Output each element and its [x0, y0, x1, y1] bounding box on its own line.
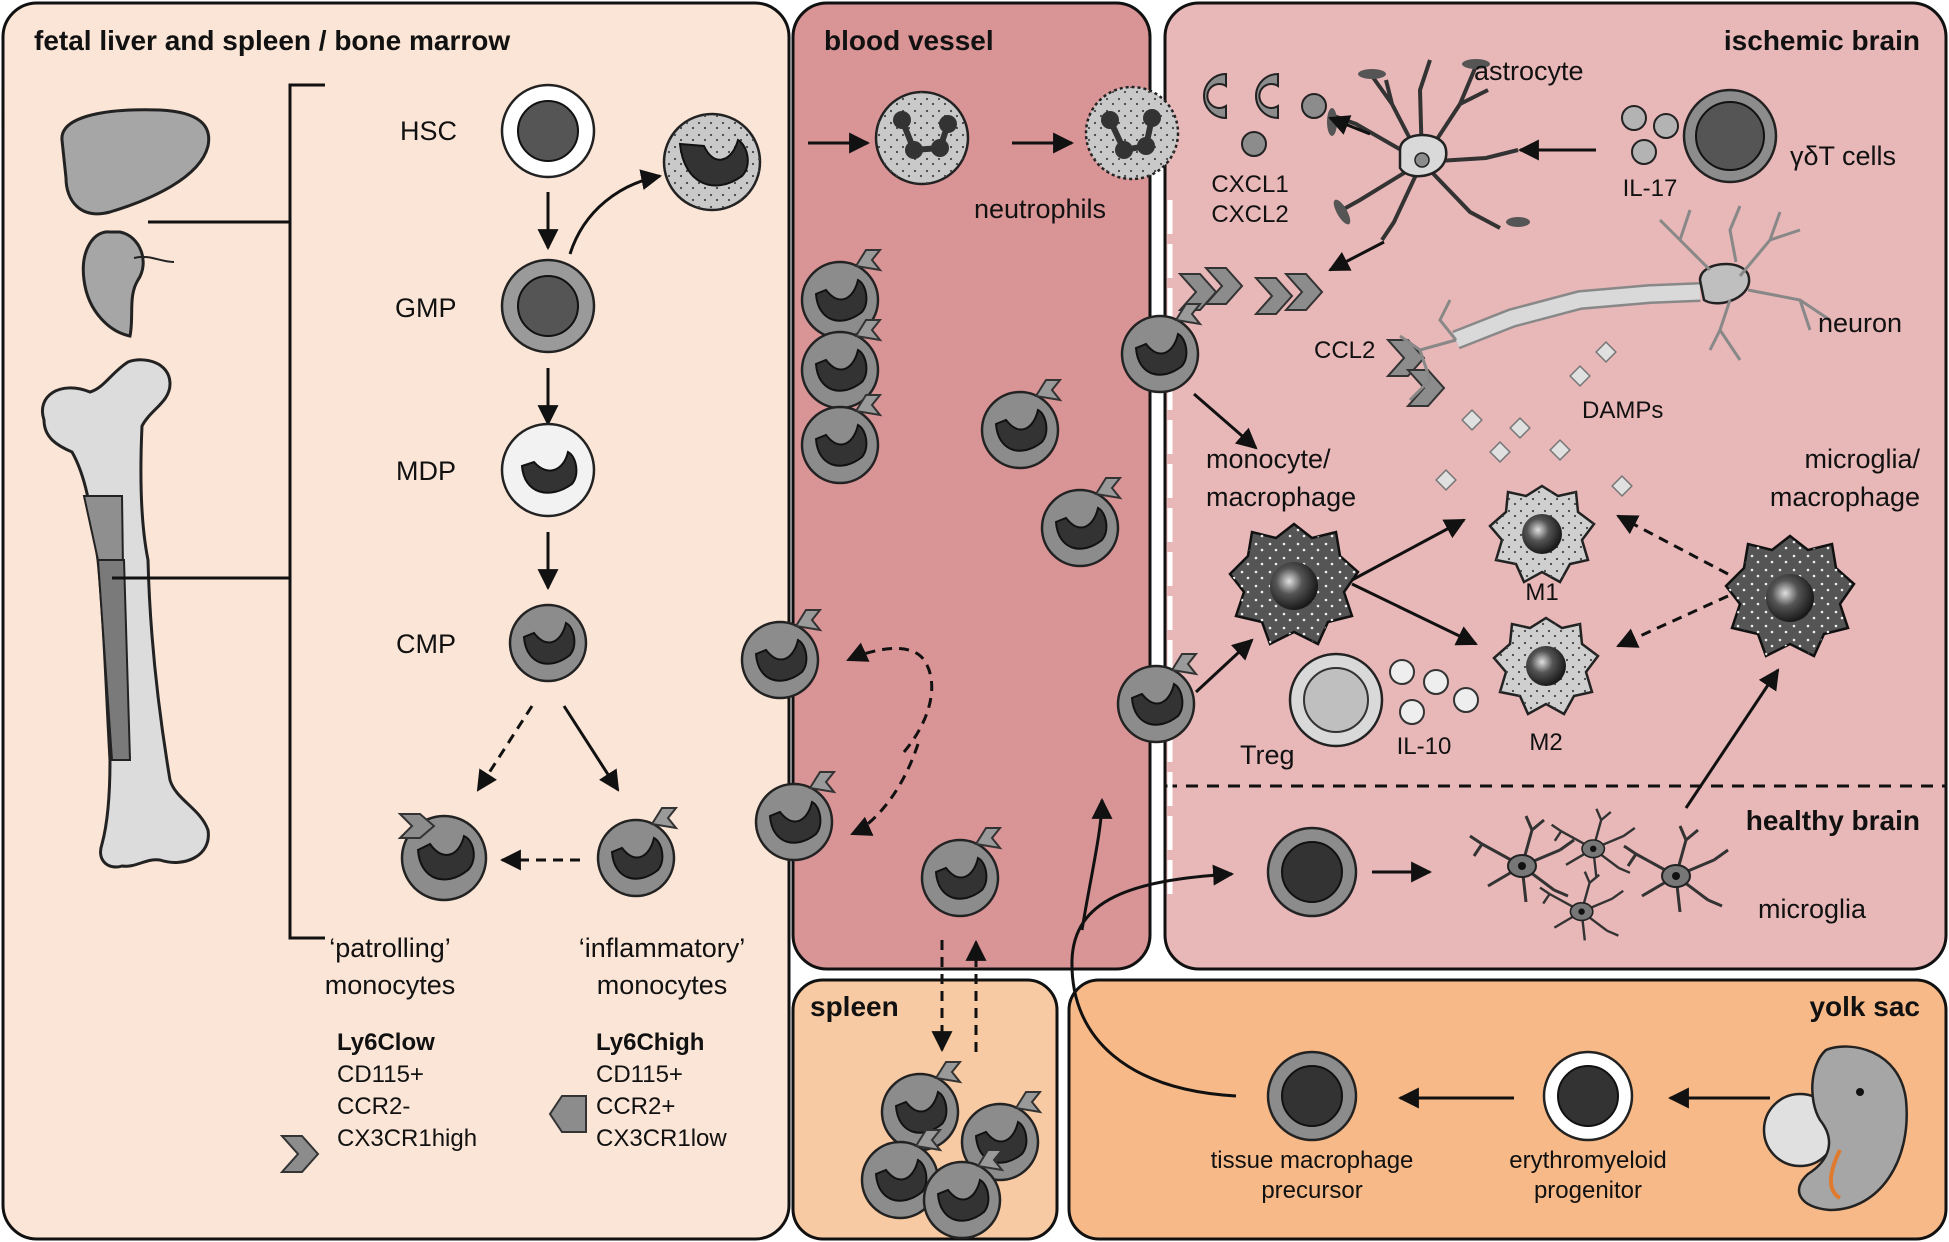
mdp-label: MDP [396, 456, 456, 486]
treg-label: Treg [1240, 740, 1295, 770]
cxcl2-label: CXCL2 [1211, 201, 1288, 228]
microglia-label: microglia [1758, 894, 1867, 924]
marker-high-4: CX3CR1low [596, 1125, 727, 1152]
arrow-yolk-to-brain [1070, 864, 1237, 1098]
ischemic-brain-title: ischemic brain [1724, 25, 1920, 56]
activated-neutrophil-cell [1084, 85, 1180, 181]
neuron-label: neuron [1818, 308, 1902, 338]
arrow-astrocyte-ccl2 [1328, 240, 1385, 272]
m1-label: M1 [1525, 579, 1558, 606]
blood-vessel-panel [791, 1, 1152, 971]
liver-icon [60, 108, 211, 216]
arrow-vessel-recirculate-up [846, 642, 934, 753]
neuron-icon [1399, 205, 1831, 402]
arrow-vessel-recirculate-down [850, 743, 920, 836]
inflammatory-label-1: ‘inflammatory’ [579, 933, 746, 963]
marrow-title: fetal liver and spleen / bone marrow [34, 25, 510, 56]
embryo-icon [1762, 1045, 1908, 1212]
healthy-precursor-cell [1266, 826, 1358, 918]
spleen-organ-icon [81, 230, 175, 338]
marker-high-2: CD115+ [596, 1061, 683, 1088]
erythromyeloid-progenitor-cell [1542, 1050, 1634, 1142]
micro-mac-label-1: microglia/ [1804, 444, 1920, 474]
marker-low-1: Ly6Clow [337, 1029, 435, 1056]
arrow-gmp-granulocyte [568, 169, 663, 255]
marker-low-2: CD115+ [337, 1061, 424, 1088]
arrow-microglia-m1 [1616, 514, 1729, 576]
marker-low-3: CCR2- [337, 1093, 410, 1120]
mdp-cell [500, 422, 596, 518]
tmp-label-1: tissue macrophage [1211, 1147, 1414, 1174]
arrow-macrophage-m1 [1351, 518, 1466, 582]
source-bracket [288, 83, 325, 940]
ccl2-label: CCL2 [1314, 337, 1375, 364]
marker-high-1: Ly6Chigh [596, 1029, 704, 1056]
cxcl1-label: CXCL1 [1211, 171, 1288, 198]
il10-label: IL-10 [1397, 733, 1452, 760]
arrow-macrophage-m2 [1351, 582, 1478, 646]
il17-cytokines-icon [1621, 105, 1679, 165]
hsc-label: HSC [400, 116, 457, 146]
healthy-brain-title: healthy brain [1746, 805, 1920, 836]
emp-label-1: erythromyeloid [1509, 1147, 1666, 1174]
vessel-title: blood vessel [824, 25, 994, 56]
arrow-monocyte-to-macrophage [1193, 392, 1258, 450]
inflammatory-label-2: monocytes [597, 970, 728, 1000]
cmp-label: CMP [396, 629, 456, 659]
emp-label-2: progenitor [1534, 1177, 1642, 1204]
m2-label: M2 [1529, 729, 1562, 756]
damps-icon [1435, 341, 1633, 497]
yolk-sac-panel [1067, 978, 1948, 1241]
treg-cell [1288, 652, 1384, 748]
neutrophil-cell [874, 90, 970, 186]
gmp-cell [500, 258, 596, 354]
arrow-microglia-m2 [1616, 594, 1729, 648]
arrow-yolk-to-vessel [1080, 797, 1113, 931]
neutrophils-label: neutrophils [974, 194, 1106, 224]
mono-mac-label-1: monocyte/ [1206, 444, 1331, 474]
damps-label: DAMPs [1582, 397, 1663, 424]
cmp-cell [508, 603, 588, 683]
il10-cytokines-icon [1389, 659, 1479, 725]
arrow-astrocyte-cxcl [1328, 115, 1371, 136]
mono-mac-label-2: macrophage [1206, 482, 1356, 512]
gdt-label: γδT cells [1790, 141, 1896, 171]
arrow-cmp-inflammatory [562, 705, 620, 792]
marker-low-4: CX3CR1high [337, 1125, 477, 1152]
femur-bone-icon [41, 358, 210, 869]
micro-mac-label-2: macrophage [1770, 482, 1920, 512]
il17-label: IL-17 [1623, 175, 1678, 202]
patrolling-label-1: ‘patrolling’ [329, 933, 451, 963]
gdt-cell [1682, 88, 1778, 184]
patrolling-monocyte [397, 813, 488, 902]
cxcl-chemokines-icon [1203, 72, 1327, 157]
granulocyte-cell [662, 112, 762, 212]
yolk-sac-title: yolk sac [1809, 991, 1920, 1022]
patrolling-label-2: monocytes [325, 970, 456, 1000]
spleen-title: spleen [810, 991, 899, 1022]
tmp-label-2: precursor [1261, 1177, 1362, 1204]
arrow-healthy-to-ischemic [1684, 668, 1780, 809]
tissue-macrophage-precursor-cell [1266, 1050, 1358, 1142]
hsc-cell [500, 83, 596, 179]
arrow-monocyte-to-macrophage-2 [1194, 638, 1254, 694]
gmp-label: GMP [395, 293, 457, 323]
astrocyte-label: astrocyte [1474, 56, 1584, 86]
marker-high-3: CCR2+ [596, 1093, 675, 1120]
